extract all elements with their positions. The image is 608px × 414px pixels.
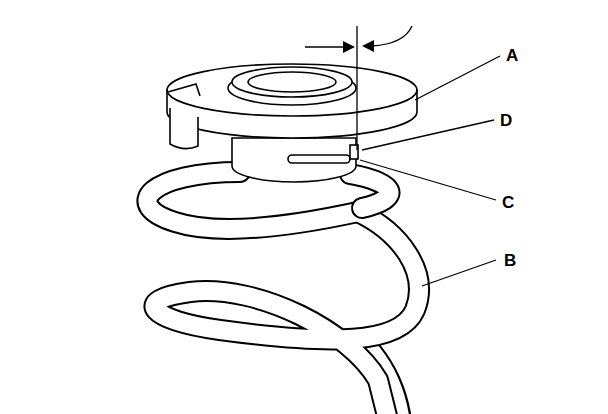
- seat-collar-top: [232, 67, 352, 97]
- seat-hole: [248, 72, 336, 92]
- seat-slot: [288, 155, 350, 163]
- spring-coil: [350, 174, 390, 208]
- callout-letter: A: [506, 47, 518, 64]
- curved-arrow: [372, 26, 412, 46]
- leader-line: [362, 120, 494, 150]
- seat-disc-top: [167, 64, 417, 116]
- arrow-line: [305, 46, 346, 47]
- alignment-line: [356, 26, 357, 150]
- seat-notch-tab: [170, 108, 198, 149]
- leader-line: [360, 160, 496, 200]
- callout-letter: D: [500, 112, 512, 129]
- spring-coil: [147, 172, 419, 414]
- seat-notch: [168, 84, 200, 96]
- seat-lower-collar: [232, 138, 356, 182]
- arrow-head: [362, 40, 374, 52]
- spring-coil: [350, 174, 390, 208]
- leader-line: [415, 56, 500, 100]
- spring-coil: [147, 172, 419, 414]
- callout-letter: C: [502, 194, 514, 211]
- arrow-head: [343, 41, 355, 53]
- callout-letter: B: [504, 252, 516, 269]
- leader-line: [422, 260, 496, 286]
